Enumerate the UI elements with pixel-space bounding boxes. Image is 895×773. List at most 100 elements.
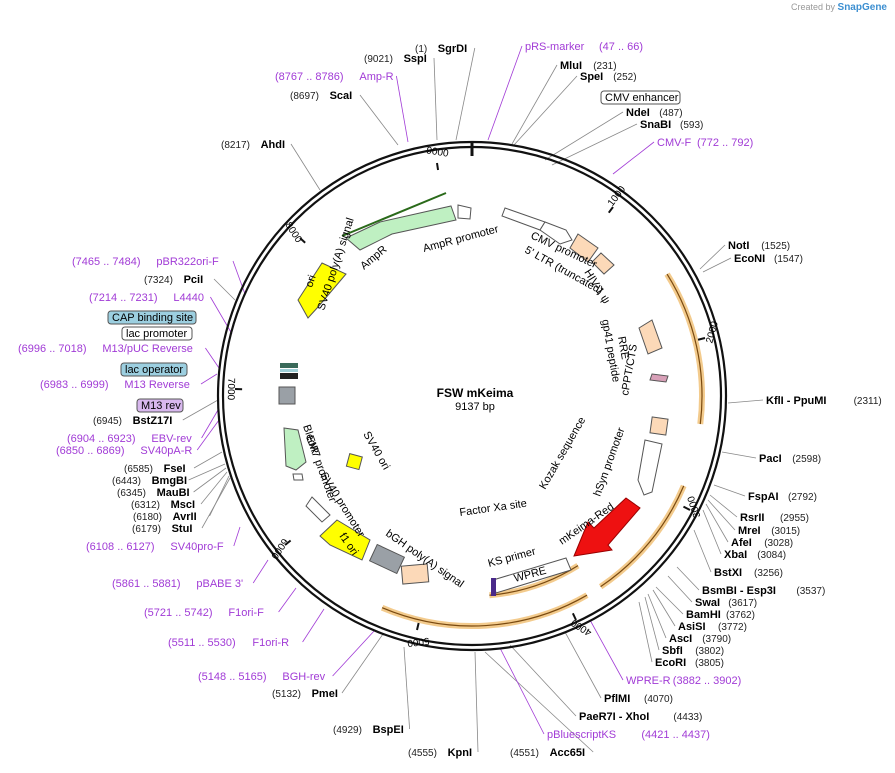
site-name-54: pBluescriptKS bbox=[547, 729, 616, 741]
leader-47 bbox=[652, 589, 676, 627]
site-label-31: NdeI(487) bbox=[626, 107, 683, 119]
site-label-36: KflI - PpuMI (2311) bbox=[766, 395, 882, 407]
plasmid-size: 9137 bp bbox=[455, 401, 495, 413]
site-name-22: F1ori-R bbox=[252, 637, 289, 649]
tick-label-5000: 5000 bbox=[406, 635, 430, 649]
site-pos-41: (3028) bbox=[764, 538, 793, 549]
site-label-44: BsmBI - Esp3I(3537) bbox=[702, 585, 825, 597]
site-pos-9: (6983 .. 6999) bbox=[40, 379, 109, 391]
site-name-4: AhdI bbox=[261, 139, 285, 151]
site-label-28: pRS-marker(47 .. 66) bbox=[525, 41, 643, 53]
leader-42 bbox=[702, 509, 722, 555]
leader-16 bbox=[200, 471, 228, 505]
site-pos-1: (9021) bbox=[364, 54, 393, 65]
leader-24 bbox=[341, 633, 384, 694]
site-name-45: SwaI bbox=[695, 597, 720, 609]
leader-44 bbox=[676, 566, 700, 591]
feature-label-10: Factor Xa site bbox=[459, 498, 528, 519]
leader-46 bbox=[655, 586, 684, 615]
site-name-33: CMV-F bbox=[657, 137, 692, 149]
rre-shape bbox=[638, 319, 663, 355]
site-name-32: SnaBI bbox=[640, 119, 671, 131]
hsyn-shape bbox=[637, 439, 663, 496]
site-name-43: BstXI bbox=[714, 567, 742, 579]
site-label-48: AscI(3790) bbox=[669, 633, 731, 645]
leader-35 bbox=[702, 257, 732, 273]
leader-10 bbox=[182, 399, 219, 421]
feature-label-22: AmpR promoter bbox=[422, 223, 500, 255]
leader-12 bbox=[196, 419, 220, 451]
site-name-36: KflI - PpuMI bbox=[766, 395, 827, 407]
leader-25 bbox=[403, 646, 410, 730]
site-label-19: (6108 .. 6127)SV40pro-F bbox=[86, 541, 224, 553]
feature-box-25 bbox=[120, 362, 188, 377]
site-pos-33: (772 .. 792) bbox=[697, 137, 753, 149]
site-label-22: (5511 .. 5530) F1ori-R bbox=[168, 637, 289, 649]
site-label-41: AfeI (3028) bbox=[731, 537, 793, 549]
leader-38 bbox=[713, 484, 746, 497]
site-name-8: M13/pUC Reverse bbox=[102, 343, 192, 355]
site-label-46: BamHI(3762) bbox=[686, 609, 755, 621]
site-name-9: M13 Reverse bbox=[124, 379, 189, 391]
tick-mark-9000 bbox=[436, 162, 440, 171]
site-pos-28: (47 .. 66) bbox=[599, 41, 643, 53]
outer-labels: (1)SgrDI(9021)SspI(8767 .. 8786)Amp-R(86… bbox=[18, 41, 882, 759]
leader-39 bbox=[709, 494, 738, 518]
leader-27 bbox=[484, 651, 594, 753]
sv40-promoter-shape bbox=[305, 496, 331, 523]
site-label-1: (9021)SspI bbox=[364, 53, 427, 65]
feature-label-0: CMV enhancer bbox=[605, 92, 679, 104]
site-pos-42: (3084) bbox=[757, 550, 786, 561]
site-name-46: BamHI bbox=[686, 609, 721, 621]
orange-arc-core-1 bbox=[600, 485, 685, 588]
site-name-37: PacI bbox=[759, 453, 782, 465]
site-label-40: MreI(3015) bbox=[738, 525, 800, 537]
site-name-18: StuI bbox=[172, 523, 193, 535]
leader-54 bbox=[499, 647, 545, 735]
site-label-35: EcoNI(1547) bbox=[734, 253, 803, 265]
site-label-43: BstXI(3256) bbox=[714, 567, 783, 579]
site-name-29: MluI bbox=[560, 60, 582, 72]
site-pos-18: (6179) bbox=[132, 524, 161, 535]
site-name-6: PciI bbox=[184, 274, 204, 286]
tick-mark-3000 bbox=[682, 505, 691, 511]
f1-ori-shape bbox=[319, 519, 371, 561]
leader-28 bbox=[487, 45, 523, 141]
site-pos-36: (2311) bbox=[854, 396, 882, 407]
feature-label-25: lac operator bbox=[125, 364, 183, 376]
leader-43 bbox=[693, 529, 712, 573]
site-name-27: Acc65I bbox=[550, 747, 585, 759]
leader-21 bbox=[278, 587, 297, 613]
tick-label-7000: 7000 bbox=[225, 378, 236, 401]
site-name-49: SbfI bbox=[662, 645, 683, 657]
site-name-19: SV40pro-F bbox=[170, 541, 223, 553]
site-pos-22: (5511 .. 5530) bbox=[168, 637, 236, 649]
site-label-25: (4929)BspEI bbox=[333, 724, 404, 736]
site-pos-23: (5148 .. 5165) bbox=[198, 671, 267, 683]
feature-label-24: CAP binding site bbox=[112, 312, 193, 324]
leader-32 bbox=[551, 123, 638, 166]
site-name-40: MreI bbox=[738, 525, 761, 537]
leader-5 bbox=[232, 260, 246, 295]
lac-mark-2 bbox=[280, 369, 298, 372]
feature-label-11: KS primer bbox=[487, 546, 538, 570]
leader-26 bbox=[474, 651, 479, 753]
site-label-0: (1)SgrDI bbox=[415, 43, 467, 55]
site-name-41: AfeI bbox=[731, 537, 752, 549]
ori-shape bbox=[297, 262, 347, 319]
site-pos-13: (6585) bbox=[124, 464, 153, 475]
feature-shapes bbox=[278, 192, 669, 596]
site-label-42: XbaI(3084) bbox=[724, 549, 786, 561]
site-name-5: pBR322ori-F bbox=[156, 256, 219, 268]
sv40ori-grey-box bbox=[368, 543, 406, 575]
cppt-shape bbox=[649, 416, 669, 436]
site-pos-4: (8217) bbox=[221, 140, 250, 151]
site-name-7: L4440 bbox=[173, 292, 204, 304]
feature-box-26 bbox=[136, 398, 184, 413]
leader-41 bbox=[705, 503, 729, 543]
site-pos-51: (3882 .. 3902) bbox=[673, 675, 742, 687]
site-name-47: AsiSI bbox=[678, 621, 706, 633]
site-name-14: BmgBI bbox=[152, 475, 187, 487]
site-pos-49: (3802) bbox=[695, 646, 724, 657]
